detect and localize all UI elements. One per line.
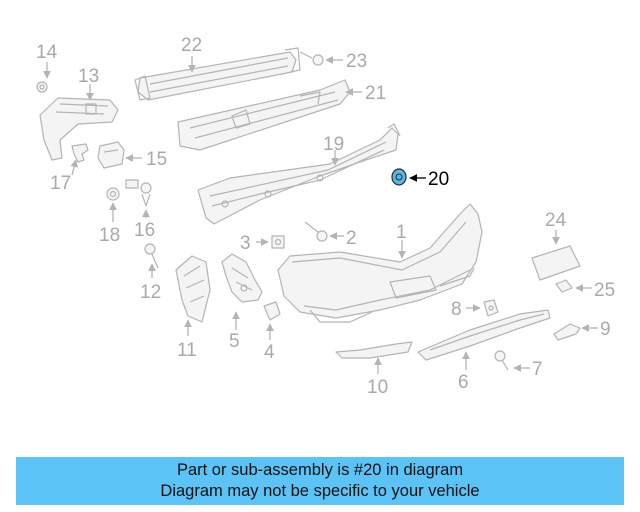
part-5-side-guide bbox=[221, 253, 263, 303]
callout-13: 13 bbox=[78, 66, 99, 87]
part-17-push-clip bbox=[71, 143, 89, 163]
callout-16: 16 bbox=[134, 220, 155, 241]
banner-line-2: Diagram may not be specific to your vehi… bbox=[160, 482, 480, 500]
callout-18: 18 bbox=[99, 225, 120, 246]
callout-2: 2 bbox=[346, 228, 357, 249]
part-4-clip bbox=[263, 301, 281, 321]
callout-22: 22 bbox=[181, 35, 202, 56]
part-7-screw bbox=[494, 350, 509, 371]
part-18-nut bbox=[106, 187, 120, 201]
callout-14: 14 bbox=[36, 42, 58, 63]
callout-8: 8 bbox=[451, 299, 462, 320]
part-13-side-bracket bbox=[39, 97, 119, 161]
callout-23: 23 bbox=[346, 51, 367, 72]
info-banner: Part or sub-assembly is #20 in diagram D… bbox=[16, 457, 624, 505]
callout-24: 24 bbox=[545, 210, 567, 231]
callout-21: 21 bbox=[365, 83, 386, 104]
part-23-bolt bbox=[299, 51, 324, 66]
callout-10: 10 bbox=[367, 377, 388, 398]
callout-4: 4 bbox=[264, 342, 275, 363]
part-19-guide-bracket bbox=[197, 123, 401, 225]
part-16-screw bbox=[125, 179, 152, 207]
part-14-nut bbox=[36, 81, 48, 93]
callout-17: 17 bbox=[50, 173, 71, 194]
callout-11: 11 bbox=[177, 340, 197, 361]
callout-7: 7 bbox=[532, 359, 543, 380]
part-15-bracket-clip bbox=[97, 141, 125, 169]
callout-15: 15 bbox=[146, 149, 167, 170]
part-9-reflector bbox=[553, 323, 581, 341]
part-10-reflector-strip bbox=[335, 341, 413, 359]
callout-1: 1 bbox=[396, 222, 407, 243]
part-1-bumper-cover bbox=[277, 203, 483, 323]
part-20-clip-nut bbox=[391, 168, 407, 186]
part-22-impact-bar bbox=[134, 47, 301, 101]
part-25-light bbox=[555, 279, 573, 293]
part-11-lower-bracket bbox=[175, 255, 211, 323]
banner-line-1: Part or sub-assembly is #20 in diagram bbox=[176, 461, 464, 479]
callout-5: 5 bbox=[229, 331, 240, 352]
callout-25: 25 bbox=[594, 280, 615, 301]
part-3-clip bbox=[271, 235, 285, 249]
part-6-diffuser bbox=[417, 309, 551, 361]
parts-diagram: 22 23 21 19 20 14 bbox=[36, 35, 615, 398]
callout-19: 19 bbox=[323, 134, 344, 155]
callout-3: 3 bbox=[240, 233, 251, 254]
part-2-screw bbox=[304, 221, 328, 242]
callout-9: 9 bbox=[600, 319, 611, 340]
part-24-license-plate bbox=[531, 245, 581, 281]
part-12-bolt bbox=[144, 243, 159, 269]
callout-12: 12 bbox=[140, 282, 161, 303]
callout-6: 6 bbox=[458, 372, 469, 393]
part-21-carrier bbox=[177, 79, 351, 151]
part-8-clip bbox=[483, 299, 499, 317]
callout-20: 20 bbox=[428, 169, 449, 190]
